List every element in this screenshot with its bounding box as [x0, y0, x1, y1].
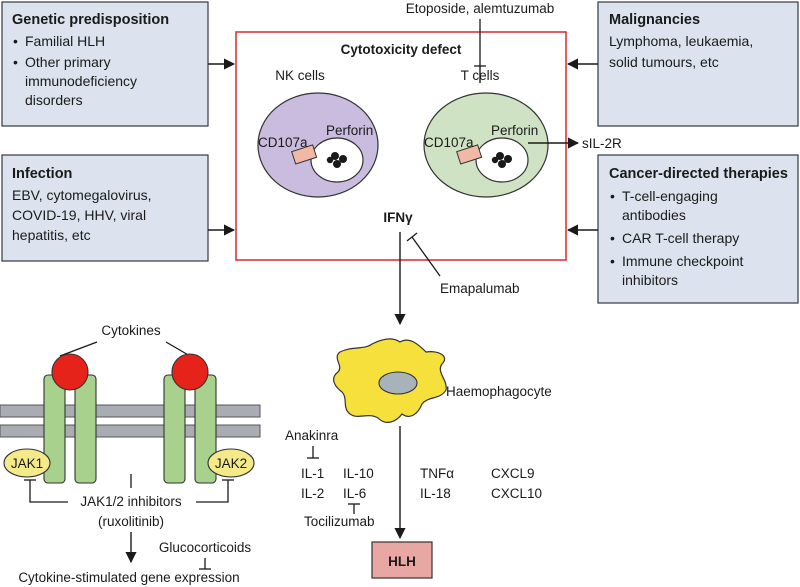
genetic-item-other-line2: immunodeficiency [25, 73, 137, 89]
cancer-therapies-title: Cancer-directed therapies [609, 166, 788, 182]
cytokine-il6: IL-6 [343, 486, 366, 501]
ruxolitinib-label: (ruxolitinib) [98, 514, 164, 529]
cytokine-cxcl10: CXCL10 [491, 486, 542, 501]
nk-cells-label: NK cells [275, 68, 325, 83]
jak-inhibitors-label: JAK1/2 inhibitors [80, 494, 182, 509]
cytokine-ligand-icon [171, 353, 209, 391]
bullet: • [610, 253, 615, 269]
malignancies-line-2: solid tumours, etc [609, 54, 719, 70]
membrane-outer-layer [0, 404, 261, 418]
t-perforin-label: Perforin [491, 123, 538, 138]
therapy-item-tcell-line2: antibodies [622, 207, 686, 223]
perforin-granules-icon [491, 152, 512, 168]
genetic-item-familial-hlh: Familial HLH [25, 33, 105, 49]
cytotoxicity-defect-title: Cytotoxicity defect [341, 42, 462, 57]
cytokines-pointer-left [59, 341, 98, 357]
t-cd107a-label: CD107a [424, 135, 474, 150]
jak2-kinase [207, 448, 255, 478]
genetic-item-other-line3: disorders [25, 92, 83, 108]
jak-inhibitor-line-left [29, 480, 68, 503]
infection-line-1: EBV, cytomegalovirus, [12, 187, 152, 203]
cancer-therapies-box: Cancer-directed therapies • T-cell-engag… [597, 154, 799, 304]
nk-cd107a-label: CD107a [258, 135, 308, 150]
jak2-label: JAK2 [215, 456, 247, 471]
malignancies-box: Malignancies Lymphoma, leukaemia, solid … [597, 1, 799, 127]
infection-title: Infection [12, 166, 72, 182]
emapalumab-inhibition-line [411, 236, 441, 277]
ifn-gamma-label: IFNγ [383, 210, 413, 225]
cytokine-cxcl9: CXCL9 [491, 466, 535, 481]
jak1-kinase [3, 448, 51, 478]
bullet: • [13, 33, 18, 49]
cytokine-il10: IL-10 [343, 466, 374, 481]
sil2r-label: sIL-2R [582, 136, 622, 151]
therapy-item-checkpoint-line2: inhibitors [622, 272, 678, 288]
cd107a-marker-icon [291, 144, 318, 165]
cytokine-il2: IL-2 [301, 486, 324, 501]
malignancies-line-1: Lymphoma, leukaemia, [609, 33, 753, 49]
haemophagocyte-cell [333, 338, 447, 423]
hlh-label: HLH [388, 554, 416, 569]
glucocorticoids-label: Glucocorticoids [159, 540, 252, 555]
cytokine-receptor-left [43, 353, 97, 484]
cytokine-ligand-icon [51, 353, 89, 391]
membrane-inner-layer [0, 424, 261, 438]
emapalumab-inhibition-bar [406, 232, 418, 242]
perforin-granules-icon [326, 152, 347, 168]
bullet: • [610, 230, 615, 246]
therapy-item-car-t: CAR T-cell therapy [622, 230, 739, 246]
cytokines-label: Cytokines [101, 323, 161, 338]
haemophagocyte-label: Haemophagocyte [446, 384, 552, 399]
nk-cell [257, 92, 379, 198]
infection-line-2: COVID-19, HHV, viral [12, 207, 146, 223]
nk-perforin-label: Perforin [326, 123, 373, 138]
genetic-predisposition-title: Genetic predisposition [12, 12, 169, 28]
therapy-item-checkpoint-line1: Immune checkpoint [622, 253, 744, 269]
genetic-item-other-line1: Other primary [25, 54, 111, 70]
cytokine-il1: IL-1 [301, 466, 324, 481]
emapalumab-label: Emapalumab [440, 281, 520, 296]
therapy-item-tcell-line1: T-cell-engaging [622, 188, 718, 204]
tocilizumab-label: Tocilizumab [304, 514, 375, 529]
cytokine-tnfa: TNFα [420, 466, 454, 481]
cytokines-pointer-right [165, 341, 191, 357]
etoposide-alemtuzumab-label: Etoposide, alemtuzumab [406, 1, 555, 16]
cytokine-il18: IL-18 [420, 486, 451, 501]
infection-line-3: hepatitis, etc [12, 227, 91, 243]
gene-expression-label: Cytokine-stimulated gene expression [18, 570, 239, 585]
infection-box: Infection EBV, cytomegalovirus, COVID-19… [1, 154, 209, 262]
anakinra-label: Anakinra [285, 428, 339, 443]
genetic-predisposition-box: Genetic predisposition • Familial HLH • … [1, 1, 209, 127]
malignancies-title: Malignancies [609, 12, 700, 28]
jak1-label: JAK1 [11, 456, 43, 471]
bullet: • [610, 188, 615, 204]
haemophagocyte-nucleus [378, 371, 418, 395]
hlh-box [371, 541, 433, 579]
t-cell [423, 92, 549, 198]
jak-inhibitor-line-right [196, 480, 229, 503]
cd107a-marker-icon [456, 144, 483, 165]
bullet: • [13, 54, 18, 70]
